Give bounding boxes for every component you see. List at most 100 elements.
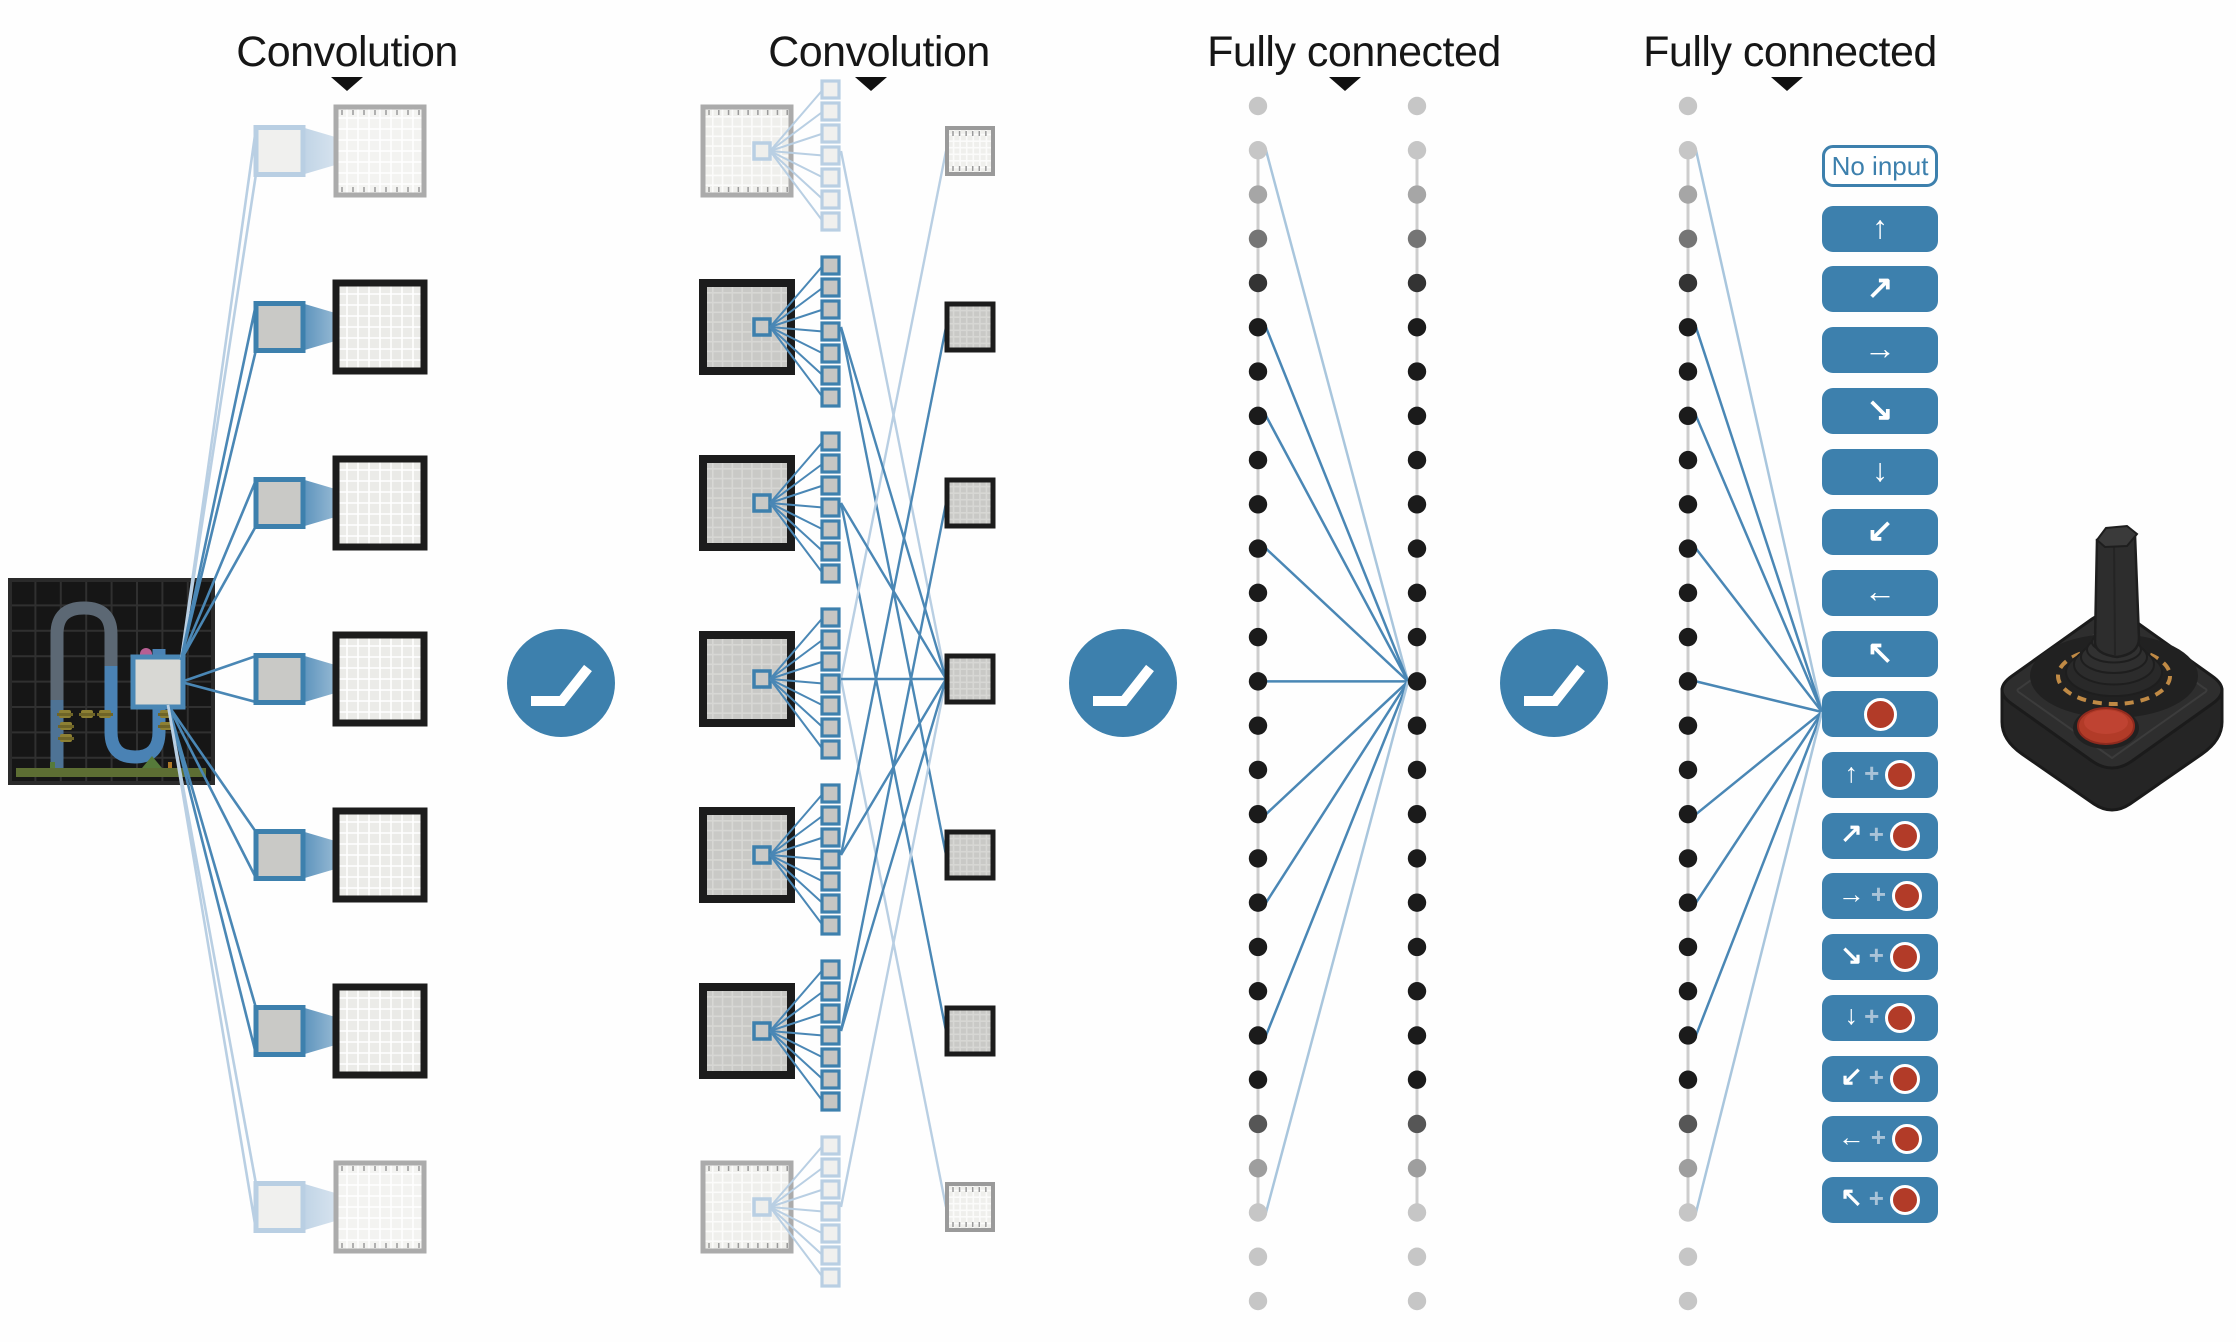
right-arrow-icon: →: [1864, 330, 1896, 367]
fc-unit-dot: [1678, 937, 1698, 957]
conv2-filter-stack-square: [820, 475, 841, 496]
conv1-feature-map: [332, 279, 428, 375]
relu-icon: [507, 629, 615, 737]
action-button-down-right-fire[interactable]: ↘+: [1822, 934, 1938, 981]
conv2-filter-stack-square: [820, 849, 841, 870]
fc-unit-dot: [1407, 849, 1427, 868]
fc-unit-dot: [1678, 406, 1698, 426]
fc-unit-dot: [1407, 1203, 1427, 1222]
no-input-label: No input: [1831, 150, 1929, 181]
conv2-filter-stack-square: [820, 167, 841, 188]
fc-unit-dot: [1678, 362, 1698, 381]
fc-unit-dot: [1248, 318, 1268, 337]
fc-unit-dot: [1678, 273, 1698, 293]
conv2-output-map: [944, 301, 996, 353]
conv2-filter-stack-square: [820, 453, 841, 474]
relu-icon: [1500, 629, 1608, 737]
fc-unit-dot: [1678, 1203, 1698, 1222]
fc2-connection-lines: [1694, 149, 1824, 1213]
conv2-filter-stack-square: [820, 563, 841, 584]
fc-unit-dot: [1248, 849, 1268, 868]
conv2-filter-stack-square: [820, 497, 841, 518]
action-button-down[interactable]: ↓: [1822, 448, 1938, 495]
fc-unit-dot: [1407, 1026, 1427, 1045]
conv1-filter-patch: [253, 1005, 306, 1057]
action-button-up-right[interactable]: ↗: [1822, 266, 1938, 313]
action-button-down-left-fire[interactable]: ↙+: [1822, 1055, 1938, 1102]
conv2-filter-stack-square: [820, 915, 841, 936]
conv2-filter-stack-square: [820, 1245, 841, 1266]
down-left-arrow-icon: ↙: [1840, 1061, 1863, 1091]
action-button-up-fire[interactable]: ↑+: [1822, 752, 1938, 798]
conv2-filter-stack-square: [820, 673, 841, 694]
left-arrow-icon: ←: [1864, 572, 1896, 609]
fc-unit-dot: [1678, 760, 1698, 780]
plus-sign: +: [1868, 940, 1884, 971]
conv2-filter-stack-square: [820, 277, 841, 298]
up-left-arrow-icon: ↖: [1840, 1182, 1863, 1213]
fc-unit-dot: [1407, 495, 1427, 514]
conv2-filter-stack-square: [820, 893, 841, 914]
fc-unit-dot: [1407, 362, 1427, 381]
input-to-filter-lines: [166, 127, 258, 1231]
fc-unit-dot: [1678, 716, 1698, 735]
conv2-filter-stack-square: [820, 1003, 841, 1024]
conv2-output-map: [945, 1182, 995, 1232]
plus-sign: +: [1870, 879, 1887, 910]
fc-unit-dot: [1248, 1114, 1268, 1134]
action-button-fire[interactable]: [1822, 691, 1938, 738]
action-button-left[interactable]: ←: [1822, 569, 1938, 616]
conv1-feature-map: [332, 807, 428, 903]
action-button-no-input[interactable]: No input: [1822, 145, 1938, 187]
action-button-up-right-fire[interactable]: ↗+: [1822, 812, 1938, 859]
conv2-filter-stack-square: [820, 365, 841, 386]
fc-unit-dot: [1407, 450, 1427, 470]
fc-unit-dot: [1248, 1026, 1268, 1045]
fc-unit-dot: [1407, 185, 1427, 204]
action-button-down-fire[interactable]: ↓+: [1822, 994, 1938, 1041]
fire-button-icon: [1885, 760, 1916, 790]
fc-unit-dot: [1248, 1247, 1268, 1266]
fc-unit-dot: [1678, 583, 1698, 603]
conv2-filter-stack-square: [820, 1157, 841, 1178]
action-button-right-fire[interactable]: →+: [1822, 873, 1938, 920]
action-button-left-fire[interactable]: ←+: [1822, 1116, 1938, 1163]
action-button-down-right[interactable]: ↘: [1822, 387, 1938, 434]
fc-unit-dot: [1407, 716, 1427, 735]
stage-marker-triangles: [331, 77, 1803, 91]
down-left-arrow-icon: ↙: [1866, 512, 1894, 549]
action-button-up-left[interactable]: ↖: [1822, 630, 1938, 677]
fc-unit-dot: [1248, 1203, 1268, 1222]
fc-unit-dot: [1248, 141, 1268, 160]
action-button-right[interactable]: →: [1822, 327, 1938, 374]
conv1-feature-map: [333, 1160, 427, 1254]
plus-sign: +: [1868, 818, 1884, 849]
conv2-filter-stack-square: [820, 1267, 841, 1288]
fc-unit-dot: [1407, 893, 1427, 912]
fc-unit-dot: [1407, 672, 1427, 691]
conv2-filter-stack-square: [820, 1179, 841, 1200]
conv2-filter-stack-square: [820, 959, 841, 980]
fc-unit-dot: [1678, 495, 1698, 514]
conv2-output-map: [944, 477, 996, 529]
fc-unit-dot: [1248, 893, 1268, 912]
fc-unit-dot: [1678, 318, 1698, 337]
action-button-down-left[interactable]: ↙: [1822, 509, 1938, 556]
input-receptive-field: [130, 654, 186, 710]
conv2-output-map: [944, 829, 996, 881]
fc-unit-dot: [1407, 627, 1427, 647]
fc-unit-dot: [1248, 96, 1268, 116]
fc-unit-dot: [1248, 804, 1268, 824]
fc-unit-dot: [1248, 406, 1268, 426]
action-button-up-left-fire[interactable]: ↖+: [1822, 1176, 1938, 1223]
fc-unit-dot: [1248, 937, 1268, 957]
conv2-input-map: [700, 104, 794, 198]
action-button-up[interactable]: ↑: [1822, 205, 1938, 252]
fc-unit-dot: [1407, 982, 1427, 1001]
plus-sign: +: [1868, 1061, 1884, 1092]
fc-unit-dot: [1407, 229, 1427, 248]
fc-unit-dot: [1248, 362, 1268, 381]
conv2-filter-stack-square: [820, 321, 841, 342]
conv2-filter-stack-square: [820, 783, 841, 804]
